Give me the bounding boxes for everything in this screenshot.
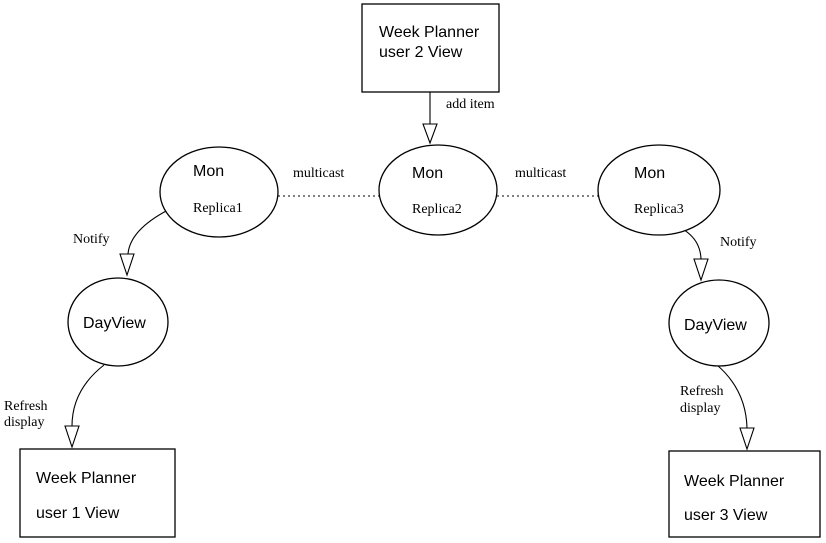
replica2-node: Mon Replica2 [378, 144, 498, 236]
refresh-right-label-line1: Refresh [680, 384, 724, 399]
week-planner-user1-subtitle: user 1 View [36, 505, 120, 522]
add-item-edge: add item [422, 92, 495, 145]
replica1-node: Mon Replica1 [159, 146, 279, 238]
dayview-left-node: DayView [67, 277, 169, 367]
multicast-edge-left: multicast [278, 166, 380, 197]
replica3-node: Mon Replica3 [597, 144, 721, 236]
refresh-right-label-line2: display [680, 401, 720, 416]
week-planner-user1: Week Planner user 1 View [19, 448, 176, 538]
replica2-day: Mon [412, 165, 443, 182]
week-planner-user3-subtitle: user 3 View [684, 507, 768, 524]
replica2-name: Replica2 [412, 202, 462, 217]
week-planner-user2-title: Week Planner [379, 24, 480, 41]
replica1-name: Replica1 [193, 201, 243, 216]
replica3-name: Replica3 [634, 202, 684, 217]
replica3-day: Mon [634, 165, 665, 182]
multicast-left-label: multicast [293, 166, 344, 181]
refresh-edge-left: Refresh display [4, 364, 105, 449]
notify-edge-left: Notify [73, 209, 169, 277]
add-item-arrowhead [422, 123, 438, 145]
week-planner-user1-title: Week Planner [36, 470, 137, 487]
week-planner-user3: Week Planner user 3 View [668, 450, 821, 538]
week-planner-user2: Week Planner user 2 View [361, 3, 500, 93]
notify-right-label: Notify [720, 235, 757, 250]
notify-edge-right: Notify [665, 221, 757, 282]
notify-right-arrowhead [693, 258, 709, 282]
dayview-right-label: DayView [684, 317, 747, 334]
add-item-label: add item [446, 97, 495, 112]
refresh-edge-right: Refresh display [680, 364, 755, 451]
notify-left-label: Notify [73, 232, 110, 247]
week-planner-user3-title: Week Planner [684, 473, 785, 490]
notify-left-arrowhead [119, 253, 135, 277]
dayview-left-label: DayView [83, 315, 146, 332]
refresh-left-label-line2: display [4, 415, 44, 430]
refresh-left-label-line1: Refresh [4, 399, 48, 414]
multicast-right-label: multicast [515, 166, 566, 181]
refresh-left-arrowhead [64, 425, 80, 449]
replica1-day: Mon [193, 163, 224, 180]
dayview-right-node: DayView [668, 279, 770, 367]
refresh-right-arrowhead [739, 427, 755, 451]
multicast-edge-right: multicast [497, 166, 598, 197]
week-planner-user2-subtitle: user 2 View [379, 44, 463, 61]
